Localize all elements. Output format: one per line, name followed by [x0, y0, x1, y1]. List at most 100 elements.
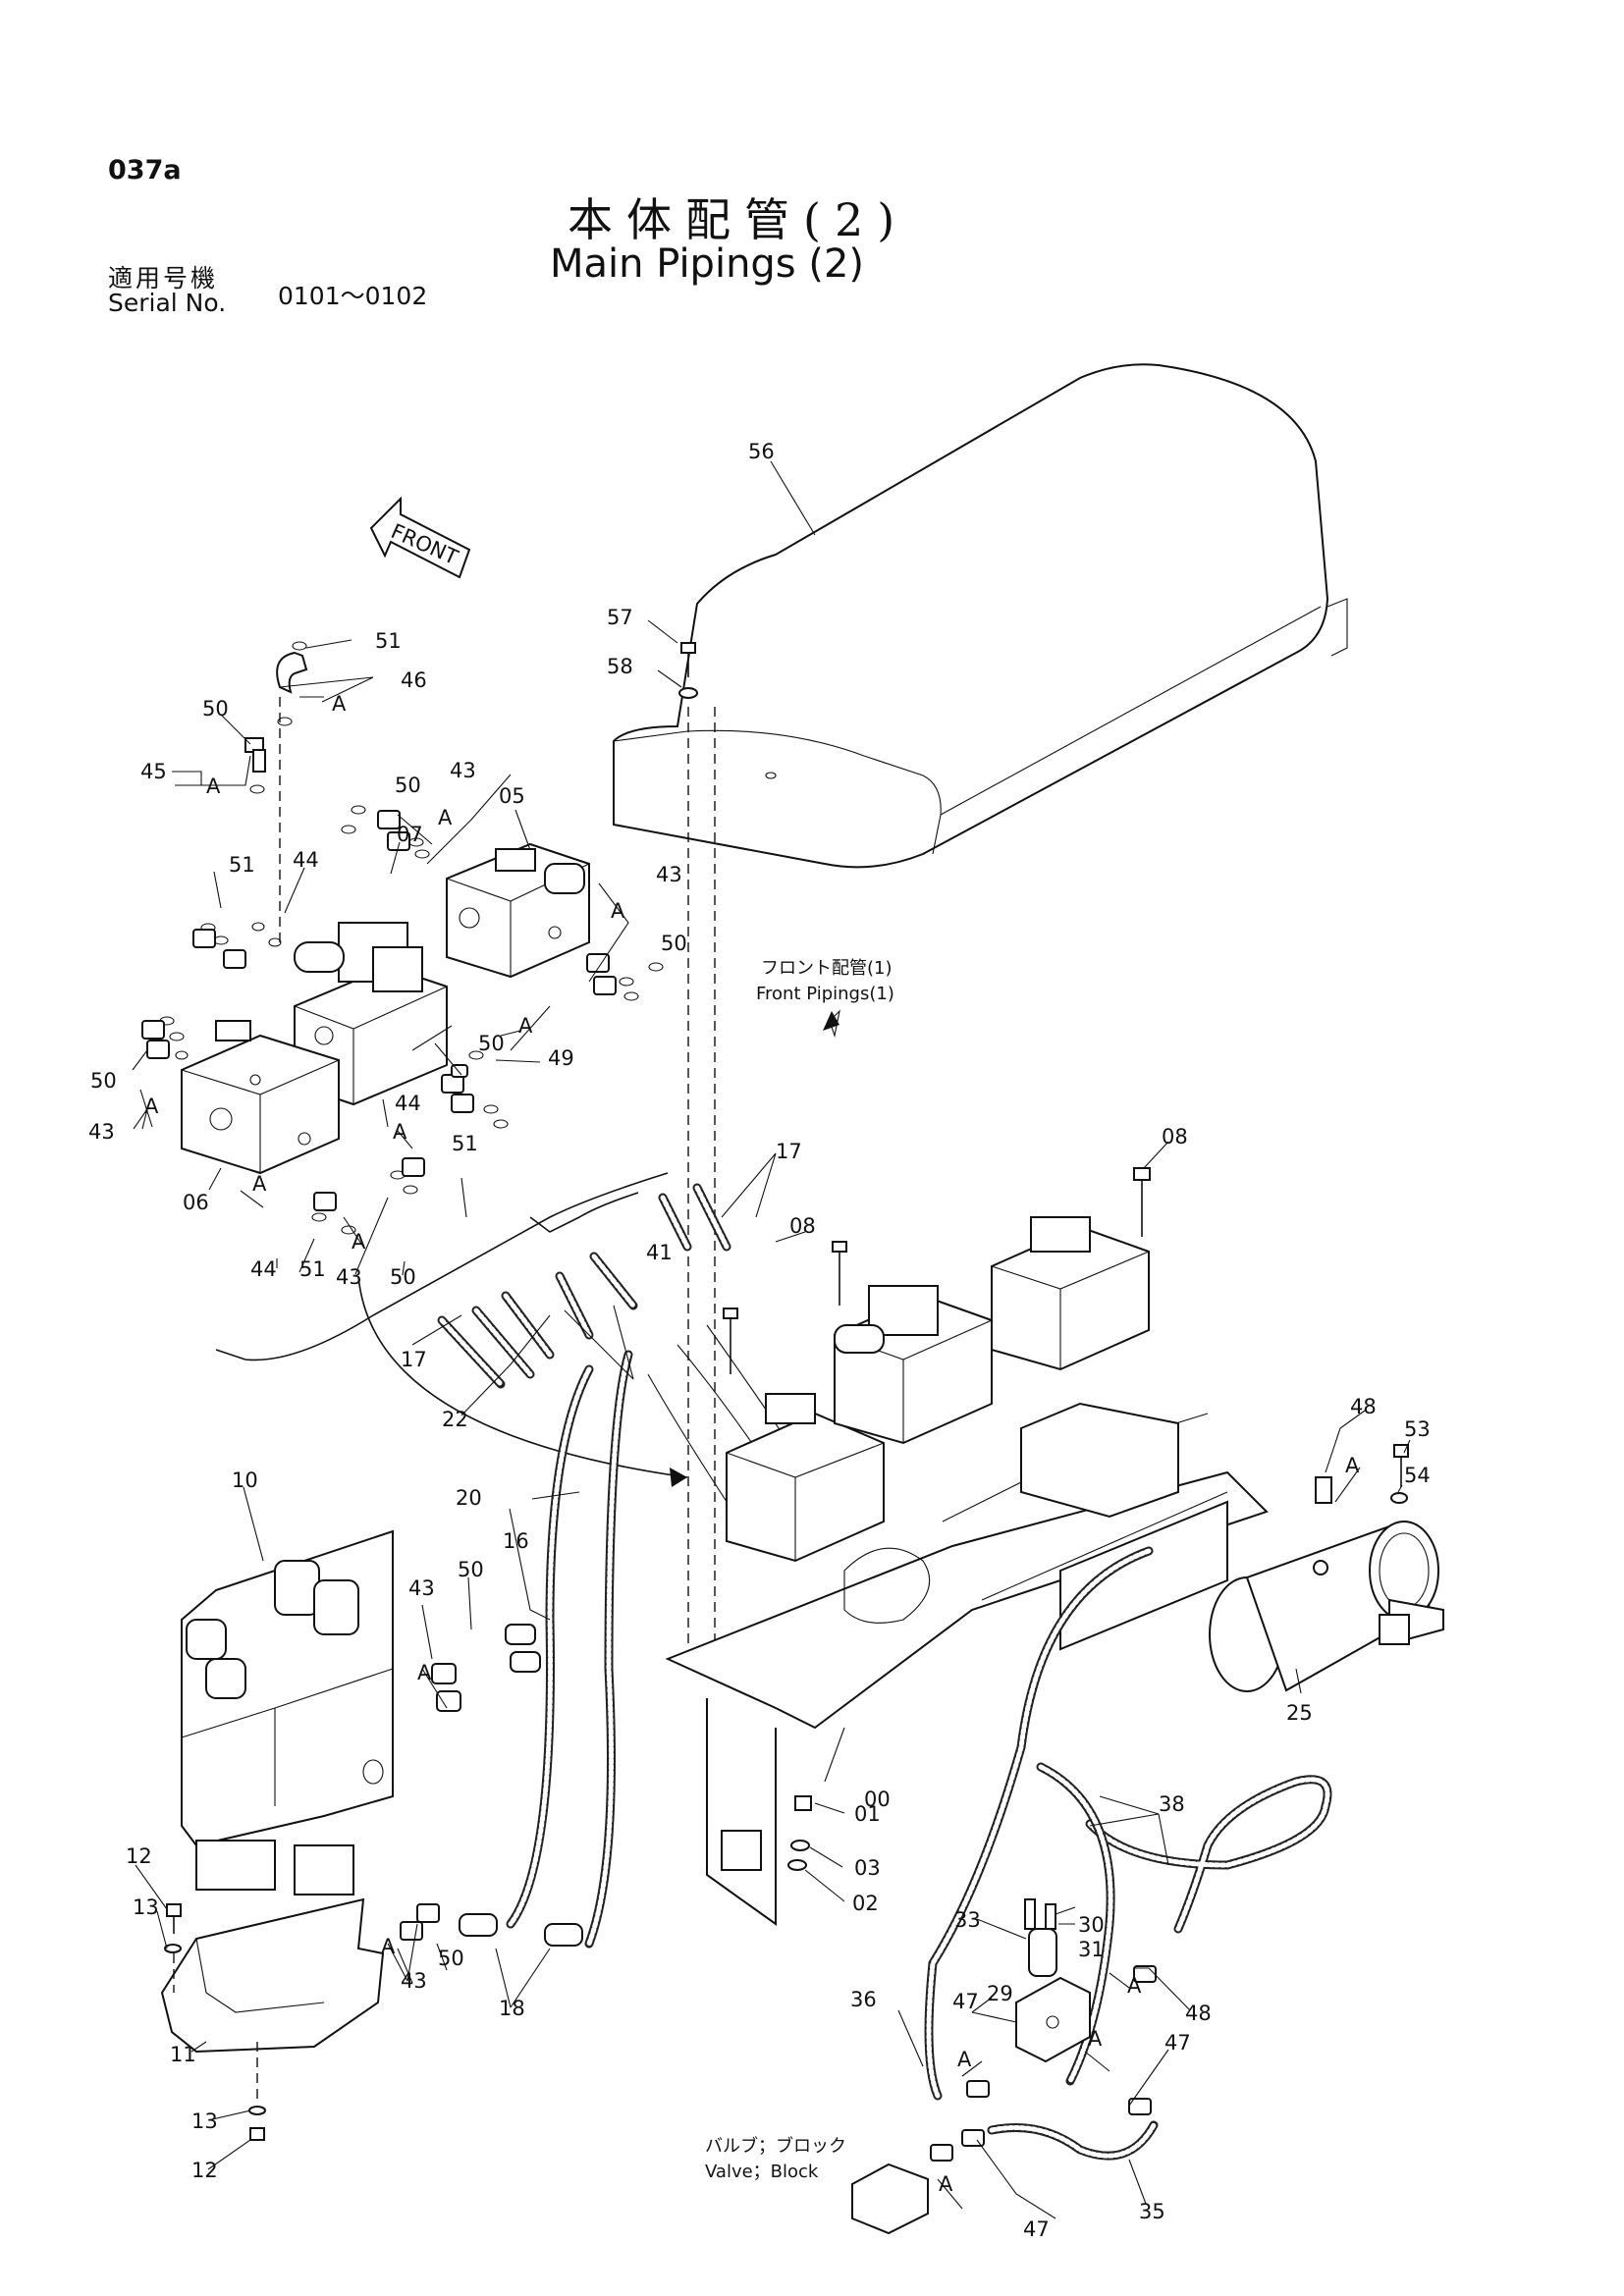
washer-13-top — [164, 1944, 182, 1953]
bolt-01 — [794, 1795, 812, 1811]
callout-17: 17 — [776, 1140, 802, 1163]
frame-00 — [665, 1402, 1269, 1926]
front-pipings-reference: フロント配管(1) Front Pipings(1) — [756, 958, 894, 1031]
callout-51: 51 — [452, 1132, 478, 1155]
fitting-48 — [1315, 1476, 1332, 1504]
callout-50: 50 — [661, 932, 687, 955]
valve-block-reference: バルブ；ブロック Valve；Block — [705, 2135, 846, 2182]
callout-43: 43 — [408, 1576, 435, 1600]
o-ring-51-top — [292, 641, 307, 651]
callout-18: 18 — [499, 1997, 525, 2020]
callout-50: 50 — [90, 1069, 117, 1093]
callout-51: 51 — [375, 629, 402, 653]
callout-58: 58 — [607, 655, 633, 678]
callout-47: 47 — [1164, 2031, 1191, 2055]
callout-08: 08 — [789, 1214, 816, 1238]
callout-46: 46 — [401, 668, 427, 692]
block-29 — [1015, 1976, 1091, 2063]
callout-13: 13 — [191, 2109, 218, 2133]
callout-30: 30 — [1078, 1913, 1105, 1937]
callout-51: 51 — [229, 853, 255, 877]
hose-bundle-17-22-41 — [437, 1183, 816, 1532]
callout-48: 48 — [1350, 1395, 1377, 1418]
callout-49: 49 — [548, 1046, 574, 1070]
serial-label-en: Serial No. — [108, 289, 227, 317]
callout-50: 50 — [438, 1947, 464, 1970]
callout-43: 43 — [336, 1265, 362, 1289]
callout-16: 16 — [503, 1529, 529, 1553]
callout-22: 22 — [442, 1408, 468, 1431]
callout-25: 25 — [1286, 1701, 1313, 1725]
callout-44: 44 — [395, 1092, 421, 1115]
svg-text:A: A — [252, 1172, 267, 1196]
callout-01: 01 — [854, 1802, 881, 1826]
serial-range: 0101～0102 — [278, 282, 428, 310]
page-code: 037a — [108, 155, 182, 186]
bolt-12-bottom — [249, 2127, 265, 2141]
bracket-11 — [160, 1897, 385, 2054]
valve-block-ref — [851, 2163, 929, 2235]
callout-50: 50 — [478, 1032, 505, 1055]
callout-labels: 56 57 58 51 46 50 45 43 50 05 51 44 07 4… — [88, 440, 1431, 2241]
washer-02 — [787, 1859, 807, 1871]
front-direction-arrow: FRONT — [369, 496, 471, 579]
callout-44: 44 — [293, 848, 319, 872]
callout-50: 50 — [390, 1265, 416, 1289]
callout-17: 17 — [401, 1348, 427, 1371]
callout-51: 51 — [299, 1257, 326, 1281]
callout-50: 50 — [395, 774, 421, 797]
svg-text:A: A — [332, 692, 347, 716]
svg-text:A: A — [393, 1120, 407, 1144]
bolt-57 — [680, 642, 696, 677]
svg-text:A: A — [957, 2048, 972, 2071]
leader-lines — [132, 460, 1411, 2219]
callout-03: 03 — [854, 1856, 881, 1880]
front-pipings-label-en: Front Pipings(1) — [756, 984, 894, 1004]
callout-20: 20 — [456, 1486, 482, 1510]
bolt-53 — [1393, 1444, 1409, 1458]
washer-03 — [790, 1840, 810, 1851]
page-title-jp: 本体配管(2) — [568, 193, 909, 246]
callout-48: 48 — [1185, 2002, 1212, 2025]
svg-text:A: A — [1345, 1454, 1360, 1477]
callout-50: 50 — [458, 1558, 484, 1581]
callout-43: 43 — [401, 1969, 427, 1993]
valve-05 — [446, 842, 590, 979]
filter-25 — [1209, 1521, 1444, 1692]
callout-38: 38 — [1159, 1792, 1185, 1816]
fitting-46 — [276, 651, 308, 694]
svg-text:A: A — [1088, 2027, 1103, 2051]
svg-text:A: A — [144, 1095, 159, 1118]
callout-36: 36 — [850, 1988, 877, 2011]
svg-text:A: A — [438, 806, 453, 829]
callout-33: 33 — [954, 1908, 981, 1932]
callout-29: 29 — [987, 1982, 1013, 2005]
svg-text:A: A — [206, 774, 221, 798]
valve-06 — [181, 1020, 340, 1175]
center-valve-assembly — [726, 1216, 1150, 1563]
callout-56: 56 — [748, 440, 775, 463]
bolt-12-top — [166, 1903, 182, 1917]
callout-10: 10 — [232, 1468, 258, 1492]
callout-13: 13 — [133, 1896, 159, 1919]
callout-45: 45 — [140, 760, 167, 783]
washer-13-bottom — [248, 2106, 266, 2115]
callout-50: 50 — [202, 697, 229, 721]
bolts-08 — [723, 1167, 1151, 1374]
hose-20-18 — [459, 1350, 633, 1949]
callout-05: 05 — [499, 784, 525, 808]
washer-58 — [678, 687, 698, 699]
callout-47: 47 — [952, 1990, 979, 2013]
o-ring-set — [159, 805, 664, 1235]
svg-text:A: A — [611, 899, 625, 923]
elbow-50-top — [244, 737, 266, 773]
page-title-en: Main Pipings (2) — [550, 241, 865, 287]
callout-00: 00 — [864, 1788, 891, 1811]
svg-text:A: A — [1127, 1974, 1142, 1998]
svg-text:A: A — [417, 1661, 432, 1684]
callout-44: 44 — [250, 1257, 277, 1281]
callout-07: 07 — [397, 823, 423, 846]
pressure-switch-33 — [1024, 1898, 1057, 1977]
cover-part-56 — [613, 363, 1348, 869]
